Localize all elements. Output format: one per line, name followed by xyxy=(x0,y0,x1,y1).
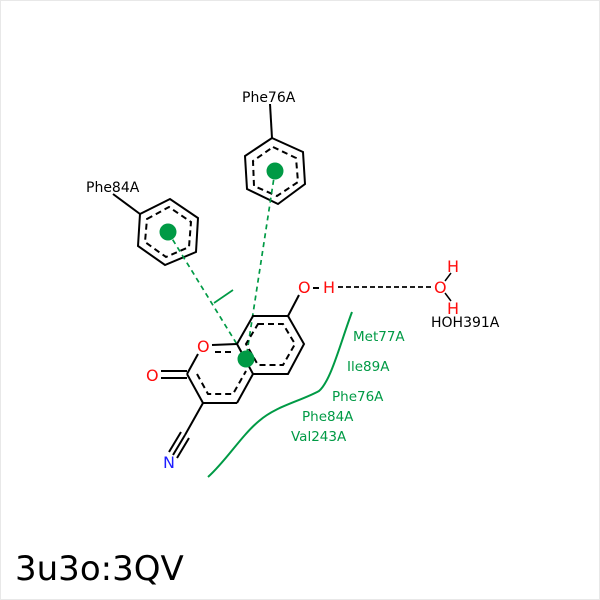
hydroxyl-oxygen: O xyxy=(298,278,311,297)
contact-met77: Met77A xyxy=(353,329,405,345)
ring-oxygen: O xyxy=(197,337,210,356)
contact-phe84: Phe84A xyxy=(302,409,354,425)
water-oxygen: O xyxy=(434,278,447,297)
water-bonds xyxy=(444,272,452,302)
contact-ile89: Ile89A xyxy=(347,359,390,375)
hydrophobic-contact-curve xyxy=(207,311,353,478)
residue-label-phe76: Phe76A xyxy=(242,90,296,106)
phe84-ring xyxy=(112,193,200,267)
phe76-ring-centroid xyxy=(266,162,284,180)
residue-label-phe84: Phe84A xyxy=(86,180,140,196)
contact-val243: Val243A xyxy=(291,429,347,445)
pi-stacking-lines xyxy=(167,170,276,360)
diagram-title: 3u3o:3QV xyxy=(15,549,184,589)
stacking-marker xyxy=(213,289,234,304)
carbonyl-oxygen: O xyxy=(146,366,159,385)
contact-phe76: Phe76A xyxy=(332,389,384,405)
water-hydrogen-1: H xyxy=(447,257,459,276)
phe76-ring xyxy=(243,103,307,206)
ligand-bonds xyxy=(161,287,319,459)
hydroxyl-hydrogen: H xyxy=(323,278,335,297)
water-hydrogen-2: H xyxy=(447,299,459,318)
water-label: HOH391A xyxy=(431,315,500,331)
phe84-ring-centroid xyxy=(159,223,177,241)
ligand-ring-centroid xyxy=(237,350,255,368)
nitrile-nitrogen: N xyxy=(163,453,175,472)
